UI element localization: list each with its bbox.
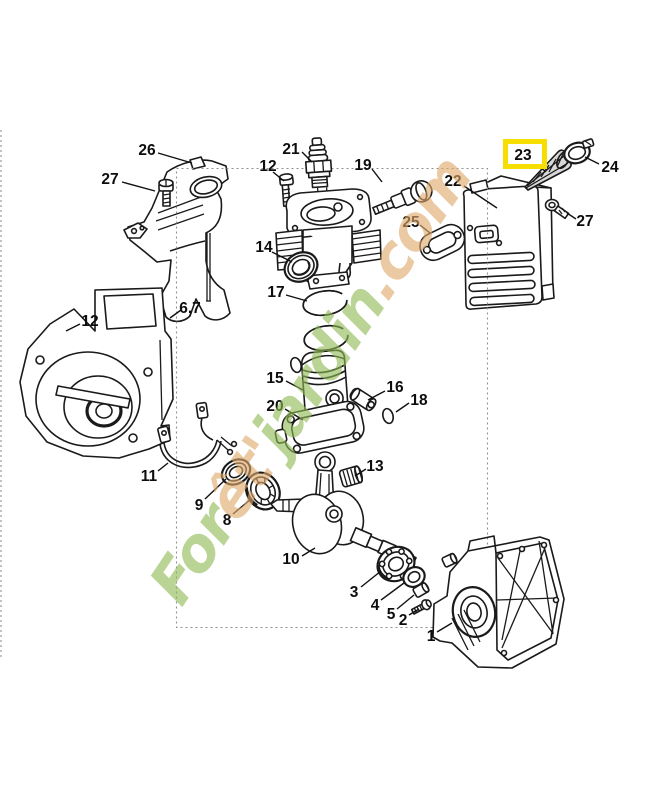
- part-screw-27-right: [544, 198, 570, 220]
- callout-24[interactable]: 24: [601, 159, 619, 176]
- callout-19[interactable]: 19: [354, 157, 372, 174]
- part-bearing-8: [244, 471, 281, 511]
- part-crankcase-1: [432, 535, 565, 669]
- callout-4[interactable]: 4: [371, 597, 380, 614]
- callout-27-right[interactable]: 27: [576, 213, 593, 230]
- part-circlip-left: [289, 356, 303, 374]
- callout-8[interactable]: 8: [223, 512, 232, 529]
- part-spark-plug-21: [304, 137, 333, 194]
- callout-21[interactable]: 21: [282, 141, 300, 158]
- callout-11[interactable]: 11: [141, 468, 158, 485]
- callout-9[interactable]: 9: [195, 497, 204, 514]
- part-wire-clip-11: [157, 401, 238, 469]
- part-plug-5: [412, 582, 430, 598]
- callout-25[interactable]: 25: [402, 214, 420, 231]
- part-needle-cage-13: [338, 465, 364, 488]
- callout-3[interactable]: 3: [350, 584, 359, 601]
- callout-16[interactable]: 16: [386, 379, 404, 396]
- callout-26[interactable]: 26: [138, 142, 156, 159]
- callout-2[interactable]: 2: [399, 612, 408, 629]
- part-seal-4: [402, 566, 426, 588]
- callout-1[interactable]: 1: [427, 628, 436, 645]
- callout-23-highlighted[interactable]: 23: [514, 147, 532, 164]
- part-piston-rings-17: [302, 289, 349, 352]
- part-seal-9: [220, 458, 252, 486]
- part-wrist-pin-16: [349, 387, 377, 412]
- callout-15[interactable]: 15: [266, 370, 284, 387]
- part-shroud-26: [123, 156, 231, 323]
- callout-10[interactable]: 10: [282, 551, 299, 568]
- part-cylinder-14: [275, 188, 382, 290]
- callout-12-left[interactable]: 12: [81, 313, 98, 330]
- part-clamp-24: [563, 138, 595, 165]
- callout-13[interactable]: 13: [366, 458, 384, 475]
- leader-lines: [65, 151, 600, 633]
- part-muffler-22: [462, 175, 555, 310]
- callout-27-left[interactable]: 27: [101, 171, 118, 188]
- part-fan-housing-6-7: [19, 287, 174, 459]
- part-valve-19: [372, 180, 433, 215]
- callout-20[interactable]: 20: [266, 398, 283, 415]
- callout-22[interactable]: 22: [444, 173, 461, 190]
- part-gasket-20: [274, 400, 365, 454]
- highlight-box-23[interactable]: [503, 139, 547, 169]
- callout-17[interactable]: 17: [267, 284, 284, 301]
- part-dowel-pin: [441, 552, 458, 568]
- callout-labels: 26 27 12 21 19 22 25 23 24 27 14 17 15 2…: [81, 141, 619, 645]
- callout-18[interactable]: 18: [410, 392, 428, 409]
- callout-12-top[interactable]: 12: [259, 158, 276, 175]
- part-screw-27-left: [158, 178, 174, 207]
- callout-6-7[interactable]: 6,7: [179, 300, 201, 317]
- callout-14[interactable]: 14: [255, 239, 273, 256]
- callout-5[interactable]: 5: [387, 606, 396, 623]
- part-screw-2: [410, 599, 432, 615]
- part-circlip-18: [381, 407, 395, 425]
- part-gasket-25: [419, 223, 466, 262]
